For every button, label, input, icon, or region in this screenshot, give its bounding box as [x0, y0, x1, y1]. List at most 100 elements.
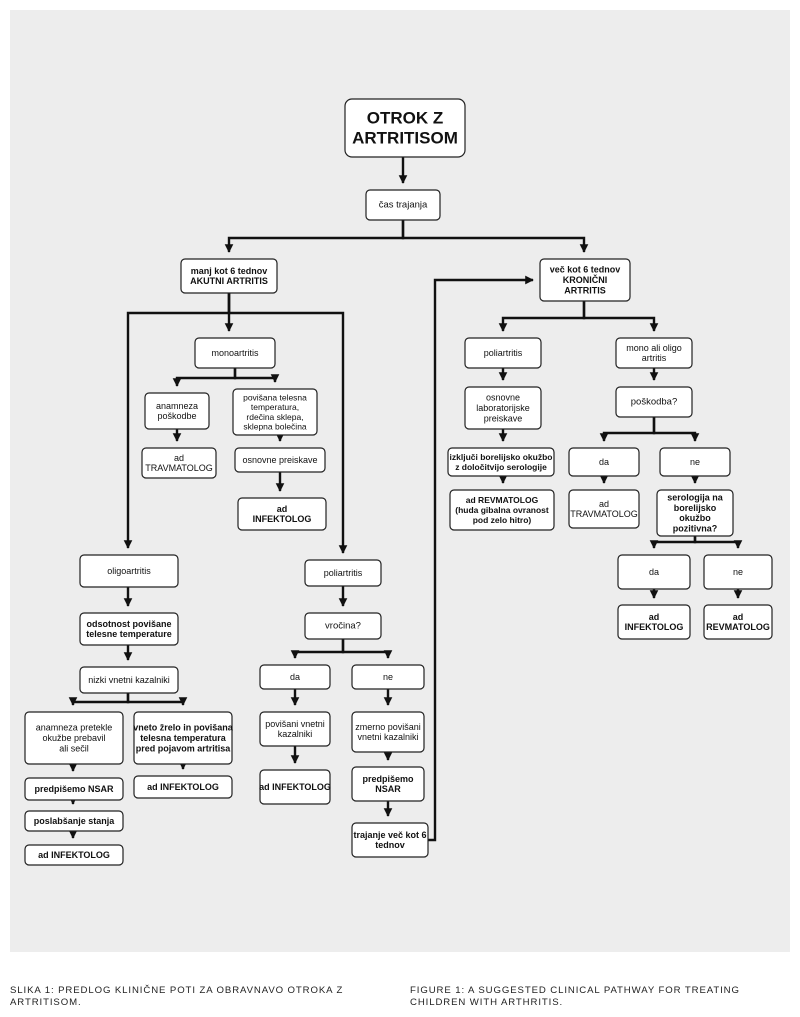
node-nizki-kazalniki: nizki vnetni kazalniki: [79, 666, 179, 694]
node-box: [539, 258, 631, 302]
node-ad-infektolog-3: ad INFEKTOLOG: [24, 844, 124, 866]
figure-caption-slovene: SLIKA 1: PREDLOG KLINIČNE POTI ZA OBRAVN…: [10, 985, 344, 1008]
node-label-line: manj kot 6 tednov: [191, 266, 268, 276]
node-osnovne-preiskave: osnovne preiskave: [234, 447, 326, 473]
node-box: [351, 711, 425, 753]
node-label-line: OTROK Z: [367, 109, 444, 128]
node-box: [24, 711, 124, 765]
node-label-line: zmerno povišani: [355, 722, 421, 732]
node-box: [24, 844, 124, 866]
node-label-line: AKUTNI ARTRITIS: [190, 276, 268, 286]
arrow-poskodba-to-ne-poskodba: [652, 417, 700, 442]
node-label-line: povišana telesna: [243, 392, 307, 402]
node-box: [615, 337, 693, 369]
node-vrocina: vročina?: [304, 612, 382, 640]
node-label-line: nizki vnetni kazalniki: [88, 675, 170, 685]
node-box: [141, 447, 217, 479]
arrow-nizki-kazalniki-to-anamneza-pretekle: [68, 693, 130, 706]
node-label-line: ne: [733, 567, 743, 577]
node-box: [234, 447, 326, 473]
node-poliartritis-kronicni: poliartritis: [464, 337, 542, 369]
node-label-line: ARTRITIS: [564, 285, 606, 295]
node-label-line: INFEKTOLOG: [253, 514, 312, 524]
node-cas: čas trajanja: [365, 189, 441, 221]
node-label-line: pod zelo hitro): [473, 515, 532, 525]
node-label-line: ARTRITISOM: [352, 128, 458, 147]
node-da-poskodba: da: [568, 447, 640, 477]
node-label-line: pred pojavom artritisa: [136, 743, 232, 753]
node-da-serologija: da: [617, 554, 691, 590]
node-label-line: NSAR: [375, 784, 401, 794]
node-label-line: (huda gibalna ovranost: [455, 505, 549, 515]
node-label-line: osnovne: [486, 393, 520, 403]
arrow-cas-to-akutni: [224, 220, 405, 253]
node-label-line: oligoartritis: [107, 566, 151, 576]
node-label-line: INFEKTOLOG: [625, 622, 684, 632]
node-box: [232, 388, 318, 436]
node-label-line: ad: [599, 499, 609, 509]
node-box: [447, 447, 555, 477]
node-label-line: KRONIČNI: [563, 274, 608, 285]
node-ad-infektolog-4: ad INFEKTOLOG: [259, 769, 331, 805]
node-box: [703, 604, 773, 640]
node-label-line: poliartritis: [484, 348, 523, 358]
node-label-line: tednov: [375, 840, 405, 850]
node-label-line: okužbo: [679, 513, 711, 523]
node-box: [703, 554, 773, 590]
node-label-line: da: [649, 567, 659, 577]
node-label-line: rdečina sklepa,: [246, 412, 303, 422]
node-poskodba: poškodba?: [615, 386, 693, 418]
node-box: [259, 664, 331, 690]
node-label-line: ad: [649, 612, 660, 622]
node-label-line: poliartritis: [324, 568, 363, 578]
node-box: [237, 497, 327, 531]
node-box: [259, 711, 331, 747]
node-box: [180, 258, 278, 294]
node-box: [133, 711, 233, 765]
arrow-vrocina-to-ne-vrocina: [341, 639, 393, 659]
node-ne-serologija: ne: [703, 554, 773, 590]
node-label-line: ad: [277, 504, 288, 514]
node-monoartritis: monoartritis: [194, 337, 276, 369]
node-label-line: odsotnost povišane: [86, 619, 171, 629]
node-label-line: ad INFEKTOLOG: [38, 850, 110, 860]
node-label-line: vneto žrelo in povišana: [133, 723, 234, 733]
arrow-nizki-kazalniki-to-vneto-zrelo: [126, 693, 188, 706]
node-label-line: ali sečil: [59, 743, 89, 753]
node-box: [344, 98, 466, 158]
arrow-monoartritis-to-povisana-temp: [233, 368, 280, 383]
node-box: [656, 489, 734, 537]
arrow-vrocina-to-da-vrocina: [290, 639, 345, 659]
node-box: [144, 392, 210, 430]
node-box: [617, 604, 691, 640]
node-label-line: serologija na: [667, 492, 724, 502]
node-label-line: telesne temperature: [86, 629, 172, 639]
node-ne-vrocina: ne: [351, 664, 425, 690]
arrow-kronicni-to-mono-oligo: [582, 301, 659, 332]
node-poliartritis-akutni: poliartritis: [304, 559, 382, 587]
figure-caption-english: FIGURE 1: A SUGGESTED CLINICAL PATHWAY F…: [410, 985, 740, 1008]
node-box: [464, 386, 542, 430]
arrow-trajanje-to-kronicni: [428, 275, 534, 842]
node-label-line: ad: [733, 612, 744, 622]
node-box: [351, 822, 429, 858]
node-oligoartritis: oligoartritis: [79, 554, 179, 588]
node-label-line: REVMATOLOG: [706, 622, 770, 632]
node-label-line: ad INFEKTOLOG: [259, 782, 331, 792]
arrow-monoartritis-to-anamneza-poskodbe: [172, 368, 237, 387]
node-label-line: poškodbe: [157, 411, 196, 421]
arrow-poskodba-to-da-poskodba: [599, 417, 656, 442]
node-label-line: laboratorijske: [476, 403, 530, 413]
node-mono-oligo: mono ali oligoartritis: [615, 337, 693, 369]
arrow-akutni-to-poliartritis-akutni: [227, 293, 348, 554]
